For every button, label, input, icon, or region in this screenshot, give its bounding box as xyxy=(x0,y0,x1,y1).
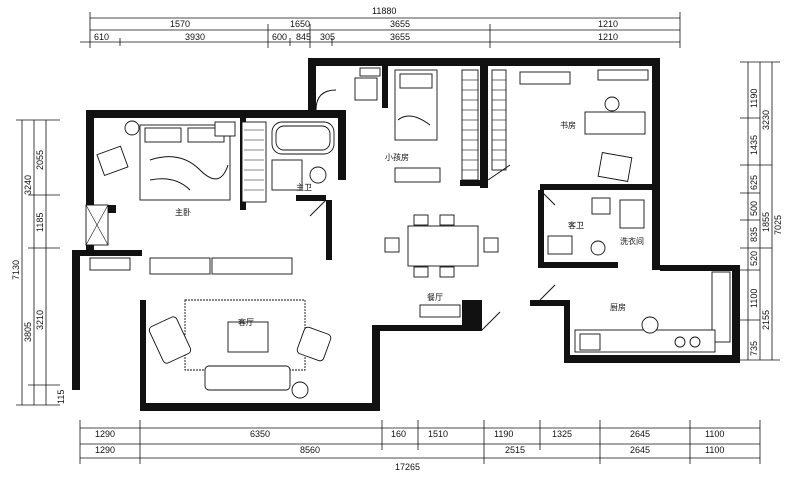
dim-right-3: 625 xyxy=(749,175,759,190)
dim-bot-7: 2645 xyxy=(630,429,650,439)
dim-left-5: 3805 xyxy=(23,322,33,342)
dim-top2-2: 3930 xyxy=(185,32,205,42)
dim-right-9: 735 xyxy=(749,341,759,356)
dim-right-8: 2155 xyxy=(761,310,771,330)
living-furniture xyxy=(89,257,332,399)
dim-left-4: 3210 xyxy=(35,310,45,330)
balcony-left xyxy=(85,204,109,246)
dim-top2-3: 600 xyxy=(272,32,287,42)
kitchen-counter xyxy=(574,271,731,353)
dim-left-total: 7130 xyxy=(11,260,21,280)
left-dim-text: 2055 3240 1185 3210 3805 7130 115 xyxy=(11,150,66,404)
dim-bot-3: 160 xyxy=(391,429,406,439)
master-bed xyxy=(96,120,236,201)
study-furniture xyxy=(491,69,649,182)
right-dim-text: 1190 1435 625 500 835 520 1100 2155 735 … xyxy=(749,89,783,356)
label-master-bath: 主卫 xyxy=(296,182,312,192)
dim-top2-1: 610 xyxy=(94,32,109,42)
dim-top-1: 1570 xyxy=(170,19,190,29)
dim-top2-4: 845 xyxy=(296,32,311,42)
dim-bot-total: 17265 xyxy=(395,462,420,472)
label-living: 客厅 xyxy=(238,317,254,327)
label-master-bedroom: 主卧 xyxy=(175,207,191,217)
label-kitchen: 厨房 xyxy=(610,302,626,312)
dim-bot-5: 1190 xyxy=(494,429,513,439)
dim-bot2-2: 8560 xyxy=(300,445,320,455)
dim-left-1: 2055 xyxy=(35,150,45,170)
right-dimension-lines xyxy=(740,61,780,361)
wardrobe-master xyxy=(241,121,267,203)
dim-right-2: 1435 xyxy=(749,135,759,155)
dim-top-2: 1650 xyxy=(290,19,310,29)
label-laundry: 洗衣间 xyxy=(620,236,644,246)
dim-right-mid-1: 3230 xyxy=(761,110,771,130)
dim-top-3: 3655 xyxy=(390,19,410,29)
small-room-wardrobe xyxy=(461,69,479,181)
dim-right-7: 1100 xyxy=(749,289,759,308)
dim-bot2-5: 1100 xyxy=(705,445,724,455)
small-room-bed xyxy=(354,67,441,183)
dim-top-total: 11880 xyxy=(372,6,396,16)
dim-left-3: 1185 xyxy=(35,213,45,232)
dim-left-2: 3240 xyxy=(23,175,33,195)
dim-bot-8: 1100 xyxy=(705,429,724,439)
master-bath xyxy=(271,121,335,191)
dim-bot-2: 6350 xyxy=(250,429,270,439)
dim-right-1: 1190 xyxy=(749,89,759,108)
dim-bot-6: 1325 xyxy=(552,429,572,439)
dim-right-4: 500 xyxy=(749,201,759,216)
dining-table xyxy=(384,214,499,318)
top-dimension-lines xyxy=(80,12,681,48)
dim-top2-6: 3655 xyxy=(390,32,410,42)
dim-bot2-1: 1290 xyxy=(95,445,115,455)
guest-bath-fixtures xyxy=(547,197,645,256)
dim-bot-4: 1510 xyxy=(428,429,448,439)
label-small-room: 小孩房 xyxy=(385,152,409,162)
dim-left-small: 115 xyxy=(56,390,66,404)
dim-bot-1: 1290 xyxy=(95,429,115,439)
dim-top2-5: 305 xyxy=(320,32,335,42)
dim-right-6: 520 xyxy=(749,251,759,266)
label-study: 书房 xyxy=(560,120,576,130)
label-dining: 餐厅 xyxy=(427,293,443,302)
left-dimension-lines xyxy=(16,119,60,406)
bottom-dimension-lines xyxy=(79,420,761,464)
dim-bot2-4: 2645 xyxy=(630,445,650,455)
dim-right-total: 7025 xyxy=(773,215,783,235)
dim-right-5: 835 xyxy=(749,227,759,242)
dim-top2-7: 1210 xyxy=(598,32,618,42)
label-guest-bath: 客卫 xyxy=(568,220,584,230)
doors xyxy=(309,89,556,331)
dim-bot2-3: 2515 xyxy=(505,445,525,455)
dim-right-mid-2: 1855 xyxy=(761,212,771,232)
dim-top-4: 1210 xyxy=(598,19,618,29)
walls xyxy=(72,58,740,411)
